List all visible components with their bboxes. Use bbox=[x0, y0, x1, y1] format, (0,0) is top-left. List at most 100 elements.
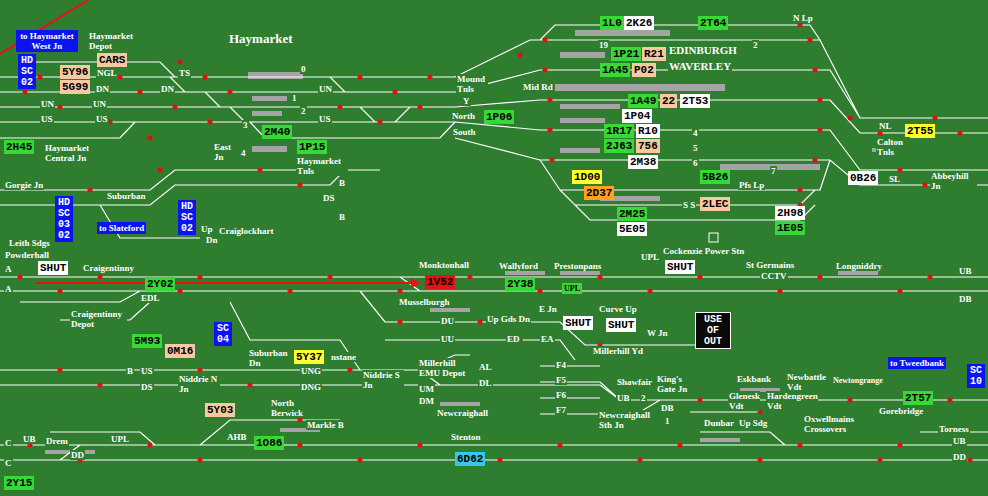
train-berth: 2Y02 bbox=[145, 277, 175, 291]
platform bbox=[575, 30, 670, 36]
place-label: Monktonhall bbox=[418, 260, 470, 270]
track-line bbox=[0, 25, 988, 220]
place-label: DB bbox=[660, 403, 675, 413]
berth-text: 1V52 bbox=[427, 276, 453, 288]
train-berth: 1A49 bbox=[628, 94, 658, 108]
place-label: Gorgie Jn bbox=[4, 180, 44, 190]
berth-text: 1P21 bbox=[613, 48, 639, 60]
train-berth: R21 bbox=[642, 47, 666, 61]
berth-text: 1R17 bbox=[606, 125, 632, 137]
platform bbox=[560, 104, 620, 109]
train-berth: 2LEC bbox=[700, 197, 730, 211]
place-label: 19 bbox=[598, 40, 609, 50]
place-label: Shawfair bbox=[616, 377, 653, 387]
train-berth: 1E05 bbox=[775, 221, 805, 235]
berth-text: to Slateford bbox=[99, 223, 144, 233]
berth-text: 1L0 bbox=[602, 17, 622, 29]
train-berth: 2M40 bbox=[262, 125, 292, 139]
platform bbox=[252, 111, 282, 116]
place-label: 4 bbox=[692, 128, 699, 138]
train-berth: 2Y15 bbox=[4, 476, 34, 490]
place-label: UN bbox=[40, 99, 55, 109]
place-label: F7 bbox=[555, 405, 567, 415]
train-berth: 5E05 bbox=[617, 222, 647, 236]
place-label: Newcraighall bbox=[436, 408, 489, 418]
berth-text: SHUT bbox=[608, 319, 634, 331]
train-berth: 756 bbox=[636, 139, 660, 153]
platforms bbox=[45, 30, 897, 454]
train-berth: SHUT bbox=[38, 261, 68, 275]
place-label: UNG bbox=[300, 366, 322, 376]
arrow-head bbox=[411, 278, 421, 288]
place-label: ED bbox=[506, 334, 521, 344]
place-label: US bbox=[95, 114, 109, 124]
train-berth: SHUT bbox=[665, 260, 695, 274]
place-label: NL bbox=[878, 121, 893, 131]
train-berth: 5Y37 bbox=[294, 350, 324, 364]
place-label: Niddrie S Jn bbox=[362, 370, 404, 390]
berth-text: 5E05 bbox=[619, 223, 645, 235]
platform bbox=[838, 271, 878, 275]
place-label: Y bbox=[462, 96, 471, 106]
berth-text: USE OF OUT bbox=[698, 314, 728, 347]
place-label: DS bbox=[140, 382, 154, 392]
berth-text: 1P04 bbox=[624, 110, 650, 122]
train-berth: 2T57 bbox=[903, 391, 933, 405]
place-label: S S bbox=[682, 200, 696, 210]
train-berth: 1P15 bbox=[297, 140, 327, 154]
train-berth: 1R17 bbox=[604, 124, 634, 138]
place-label: 2 bbox=[300, 106, 307, 116]
place-label: Hardengreen Vdt bbox=[766, 391, 818, 411]
train-berth: 22 bbox=[660, 94, 677, 108]
berth-text: P02 bbox=[634, 64, 654, 76]
place-label: Stenton bbox=[450, 432, 482, 442]
berth-text: 2D37 bbox=[586, 187, 612, 199]
place-label: A bbox=[4, 284, 13, 294]
place-label: B bbox=[338, 178, 346, 188]
place-label: DN bbox=[95, 84, 110, 94]
platform bbox=[560, 148, 600, 153]
place-label: Glenesk Vdt bbox=[728, 391, 760, 411]
berth-text: SHUT bbox=[565, 317, 591, 329]
train-berth: 1D00 bbox=[572, 170, 602, 184]
berth-text: 1P06 bbox=[486, 111, 512, 123]
train-berth: 2K26 bbox=[624, 16, 654, 30]
place-label: F4 bbox=[555, 360, 567, 370]
place-label: Haymarket Tnls bbox=[296, 156, 348, 176]
place-label: Niddrie N Jn bbox=[178, 374, 220, 394]
place-label: UN bbox=[318, 84, 333, 94]
place-label: Leith Sdgs bbox=[8, 238, 51, 248]
train-berth: CARS bbox=[97, 53, 127, 67]
place-label: Haymarket Central Jn bbox=[44, 143, 108, 163]
place-label: 6 bbox=[692, 158, 699, 168]
place-label: C bbox=[4, 438, 13, 448]
train-berth: 1P06 bbox=[484, 110, 514, 124]
place-label: Up Sdg bbox=[738, 418, 768, 428]
train-berth: 2H98 bbox=[775, 206, 805, 220]
place-label: UPL bbox=[110, 434, 130, 444]
place-label: CCTV bbox=[760, 271, 788, 281]
place-label: Cockenzie Power Stn bbox=[662, 246, 745, 256]
train-berth: 0B26 bbox=[848, 171, 878, 185]
train-berth: 2J63 bbox=[604, 139, 634, 153]
berth-text: 1D00 bbox=[574, 171, 600, 183]
train-berth: 2M25 bbox=[617, 207, 647, 221]
berth-text: 2M25 bbox=[619, 208, 645, 220]
berth-text: 2Y02 bbox=[147, 278, 173, 290]
tracks bbox=[0, 25, 988, 460]
platform bbox=[252, 146, 287, 152]
place-label: Millerhill Yd bbox=[592, 346, 644, 356]
place-label: Haymarket Depot bbox=[88, 31, 135, 51]
train-berth: 5B26 bbox=[700, 170, 730, 184]
place-label: UN bbox=[92, 99, 107, 109]
place-label: EDL bbox=[140, 293, 161, 303]
place-label: US bbox=[40, 114, 54, 124]
place-label: Mid Rd bbox=[522, 82, 554, 92]
berth-text: 2H98 bbox=[777, 207, 803, 219]
berth-text: 2T64 bbox=[700, 17, 726, 29]
place-label: 0 bbox=[300, 64, 307, 74]
place-label: Up Gds Dn bbox=[486, 314, 531, 324]
place-label: EDINBURGH bbox=[668, 44, 738, 56]
place-label: Craiglockhart bbox=[218, 226, 275, 236]
train-berth: 1P04 bbox=[622, 109, 652, 123]
